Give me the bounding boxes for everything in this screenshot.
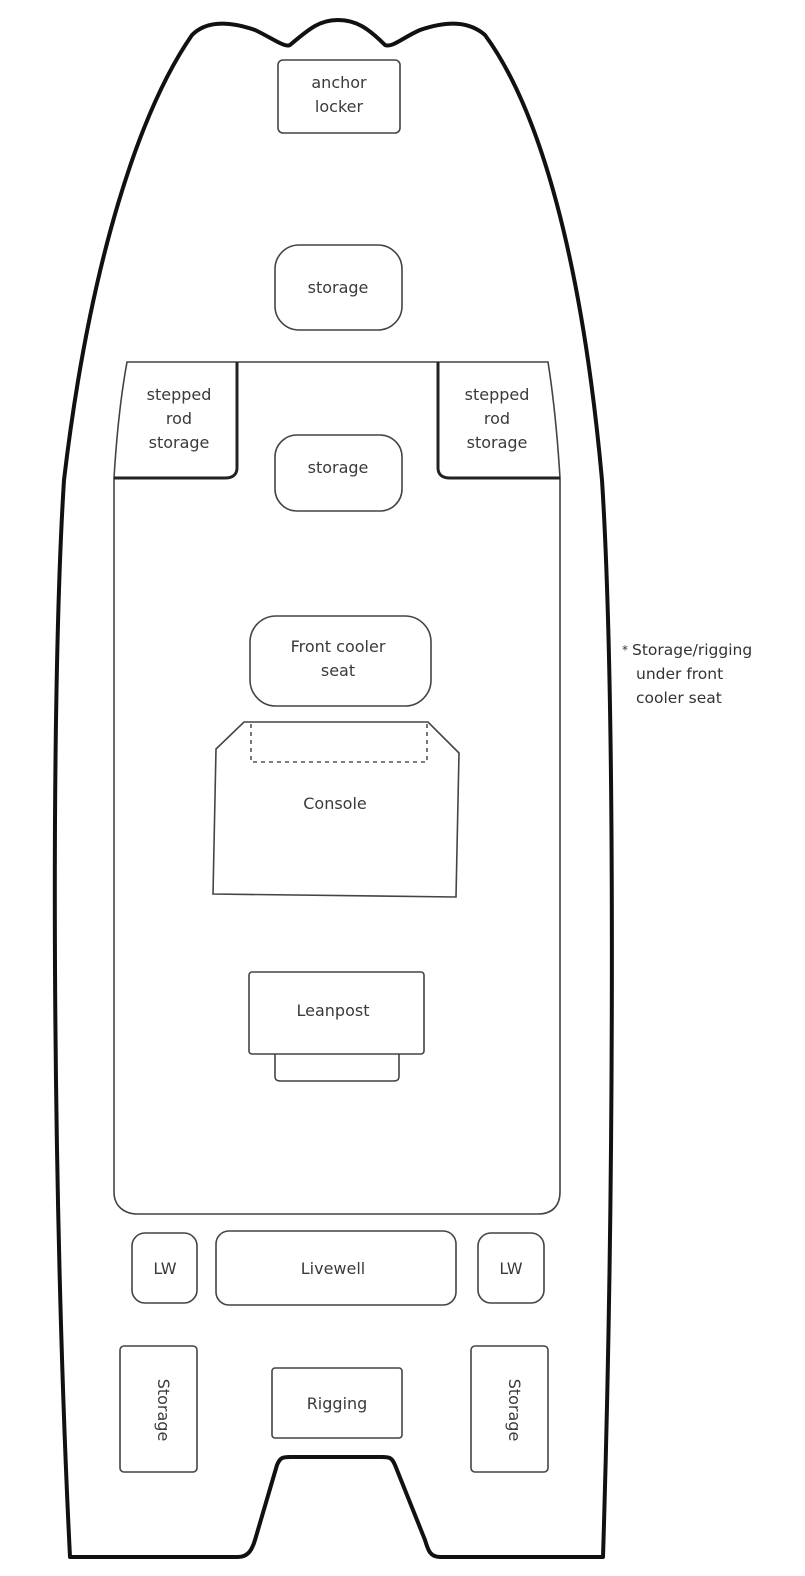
storage-forward[interactable]: storage xyxy=(274,244,403,331)
anchor-locker-label-1: anchor xyxy=(311,73,367,92)
rod-storage-right-label-2: rod xyxy=(484,409,510,428)
storage-mid[interactable]: storage xyxy=(274,434,403,512)
rigging[interactable]: Rigging xyxy=(271,1367,403,1439)
rod-storage-right[interactable]: stepped rod storage xyxy=(436,362,560,480)
cockpit-boundary xyxy=(113,361,561,1215)
livewell-center-label: Livewell xyxy=(301,1259,366,1278)
anchor-locker[interactable]: anchor locker xyxy=(277,59,401,134)
console[interactable]: Console xyxy=(212,721,460,898)
note-marker: * xyxy=(622,643,628,657)
livewell-right[interactable]: LW xyxy=(477,1232,545,1304)
hull-outline xyxy=(52,18,614,1559)
storage-aft-left[interactable]: Storage xyxy=(119,1345,198,1473)
livewell-left-label: LW xyxy=(153,1259,176,1278)
livewell-left[interactable]: LW xyxy=(131,1232,198,1304)
leanpost-label: Leanpost xyxy=(297,1001,370,1020)
console-label: Console xyxy=(303,794,367,813)
rod-storage-left[interactable]: stepped rod storage xyxy=(114,362,239,480)
storage-mid-label: storage xyxy=(308,458,369,477)
front-cooler-seat-label-2: seat xyxy=(321,661,355,680)
storage-aft-right[interactable]: Storage xyxy=(470,1345,549,1473)
note-line-1: * Storage/rigging xyxy=(622,638,797,662)
note-line-3: cooler seat xyxy=(636,689,722,707)
storage-aft-right-label: Storage xyxy=(505,1379,524,1442)
note-text-1: Storage/rigging xyxy=(632,641,753,659)
rod-storage-right-label-1: stepped xyxy=(465,385,530,404)
rod-storage-left-label-1: stepped xyxy=(147,385,212,404)
livewell-right-label: LW xyxy=(499,1259,522,1278)
console-dotted-outline xyxy=(250,724,428,763)
rod-storage-left-label-2: rod xyxy=(166,409,192,428)
livewell-center[interactable]: Livewell xyxy=(215,1230,457,1306)
rigging-label: Rigging xyxy=(307,1394,368,1413)
storage-rigging-note: * Storage/rigging under front cooler seat xyxy=(622,638,797,710)
leanpost-step xyxy=(274,1054,400,1082)
note-line-2: under front xyxy=(636,665,724,683)
rod-storage-right-label-3: storage xyxy=(467,433,528,452)
front-cooler-seat-label-1: Front cooler xyxy=(291,637,386,656)
rod-storage-left-label-3: storage xyxy=(149,433,210,452)
leanpost[interactable]: Leanpost xyxy=(248,971,425,1082)
anchor-locker-label-2: locker xyxy=(315,97,364,116)
front-cooler-seat[interactable]: Front cooler seat xyxy=(249,615,432,707)
storage-aft-left-label: Storage xyxy=(154,1379,173,1442)
storage-forward-label: storage xyxy=(308,278,369,297)
